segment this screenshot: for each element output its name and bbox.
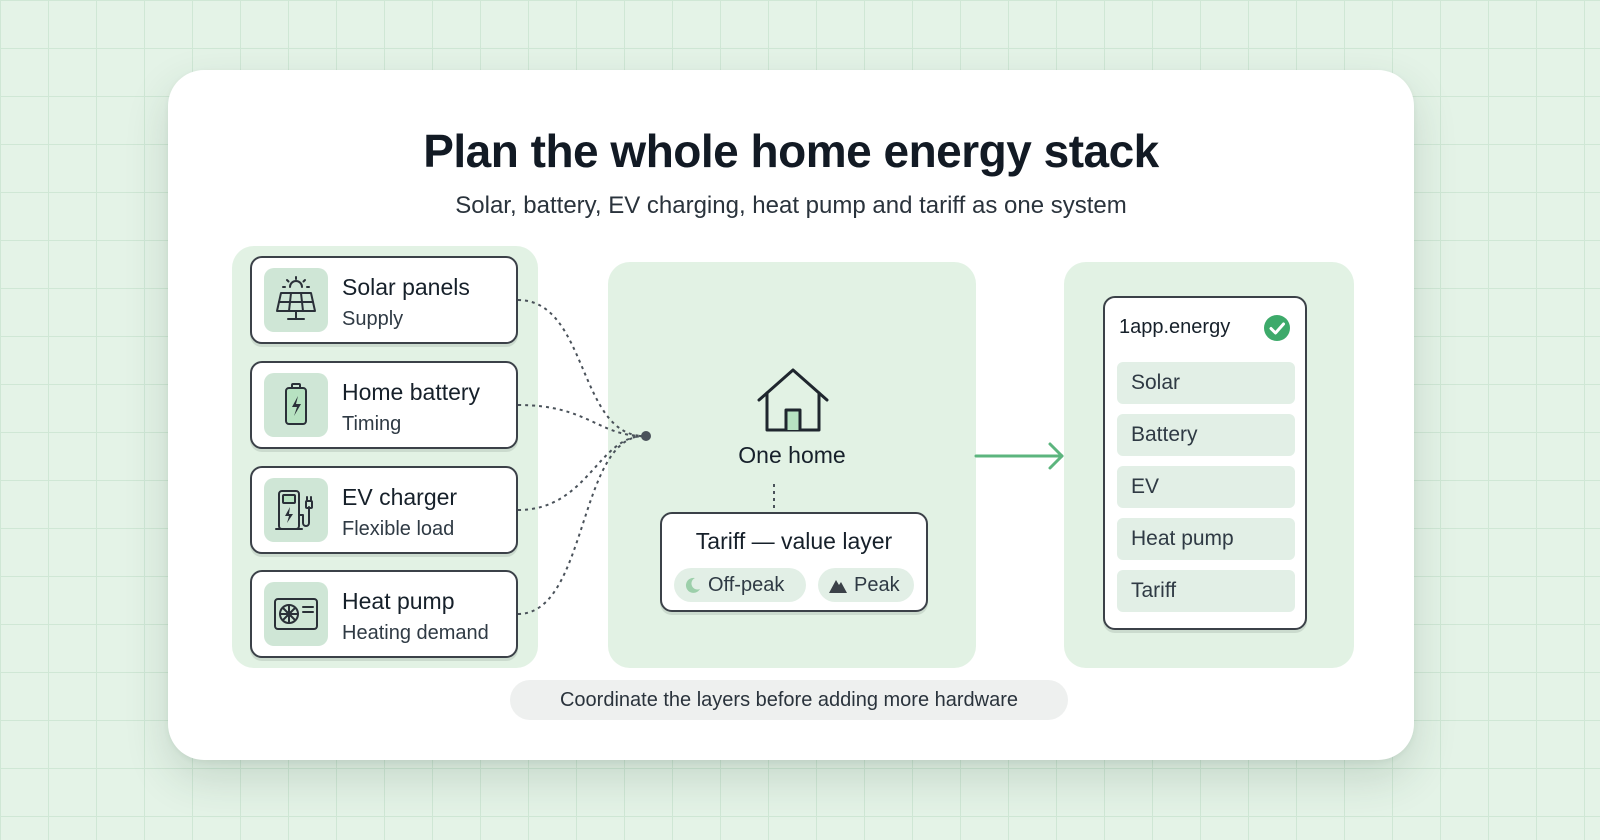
connector-hub-dot (641, 431, 651, 441)
source-subtitle: Timing (342, 413, 402, 435)
page-subtitle: Solar, battery, EV charging, heat pump a… (455, 192, 1127, 219)
heat-pump-icon (264, 582, 328, 646)
footer-note: Coordinate the layers before adding more… (510, 680, 1068, 720)
check-icon (1264, 315, 1290, 341)
house-icon (754, 366, 832, 436)
app-card: 1app.energy Solar Battery EV Heat pump T… (1103, 296, 1307, 630)
tariff-card: Tariff — value layer Off-peak Peak (660, 512, 928, 612)
source-title: Heat pump (342, 588, 455, 614)
page-title: Plan the whole home energy stack (423, 125, 1159, 177)
app-item-ev: EV (1117, 466, 1295, 508)
tariff-title: Tariff — value layer (695, 528, 893, 554)
output-arrow (974, 442, 1064, 470)
source-card-heatpump: Heat pump Heating demand (250, 570, 518, 658)
source-card-ev: EV charger Flexible load (250, 466, 518, 554)
peak-label: Peak (854, 573, 900, 596)
connector-ev (517, 435, 645, 511)
app-item-tariff: Tariff (1117, 570, 1295, 612)
source-title: EV charger (342, 484, 458, 510)
home-label: One home (738, 442, 846, 468)
peak-pill: Peak (818, 568, 914, 602)
ev-charger-icon (264, 478, 328, 542)
source-title: Home battery (342, 379, 481, 405)
app-item-solar: Solar (1117, 362, 1295, 404)
connector-solar (517, 299, 645, 437)
source-card-battery: Home battery Timing (250, 361, 518, 449)
peak-icon (829, 580, 847, 593)
source-subtitle: Supply (342, 308, 404, 330)
off-peak-pill: Off-peak (674, 568, 806, 602)
source-card-solar: Solar panels Supply (250, 256, 518, 344)
app-title: 1app.energy (1119, 316, 1231, 338)
app-item-heat-pump: Heat pump (1117, 518, 1295, 560)
source-subtitle: Heating demand (342, 622, 489, 644)
solar-panel-icon (264, 268, 328, 332)
connector-battery (517, 404, 645, 437)
app-item-battery: Battery (1117, 414, 1295, 456)
source-title: Solar panels (342, 274, 470, 300)
moon-icon (685, 577, 700, 593)
connector-lines (517, 299, 1064, 615)
battery-icon (264, 373, 328, 437)
source-subtitle: Flexible load (342, 518, 455, 540)
off-peak-label: Off-peak (708, 573, 785, 596)
diagram-card: Plan the whole home energy stack Solar, … (168, 70, 1414, 760)
